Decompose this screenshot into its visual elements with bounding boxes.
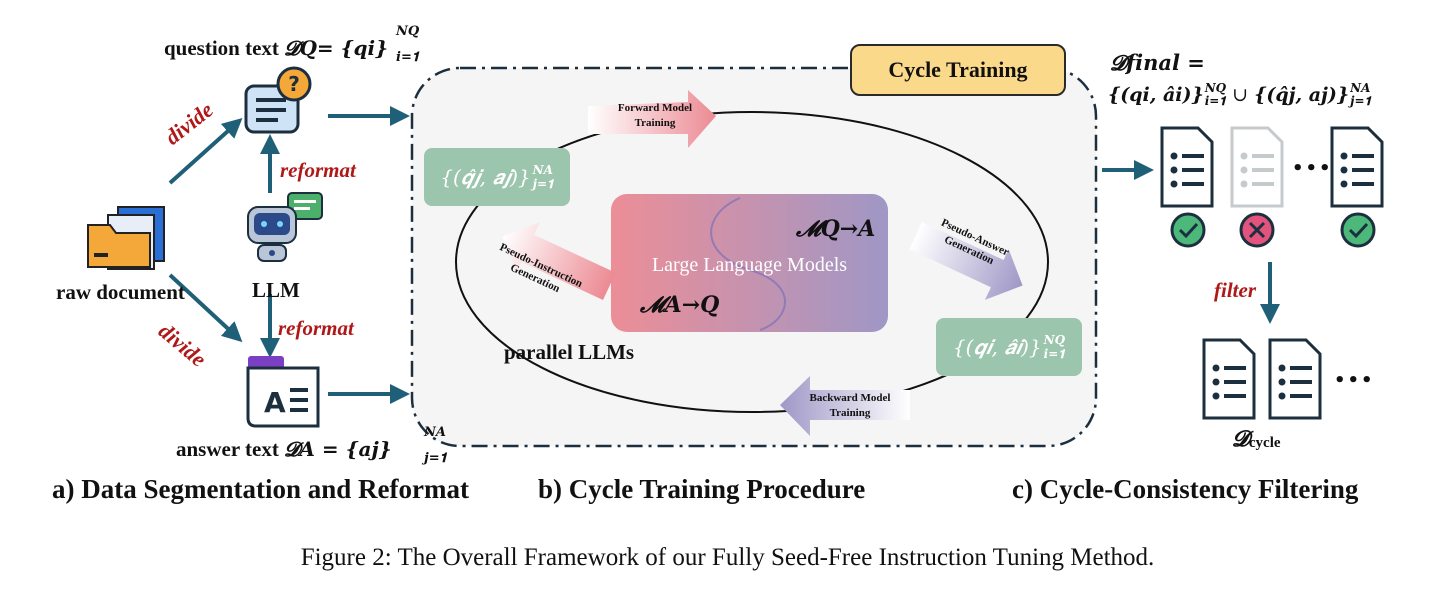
cross-circle-icon <box>1239 212 1275 248</box>
reformat-label-lower: reformat <box>278 316 354 340</box>
figure-caption: Figure 2: The Overall Framework of our F… <box>300 544 1155 571</box>
folder-documents-icon <box>87 206 165 270</box>
parallel-llms-label: parallel LLMs <box>504 340 635 364</box>
svg-text:?: ? <box>288 72 300 96</box>
backward-arrow-label: Backward Model Training <box>809 392 891 419</box>
section-b-title: b) Cycle Training Procedure <box>538 474 866 504</box>
answer-text-label: answer text 𝓓𝑨 = {𝒂𝒋} <box>176 437 392 461</box>
robot-icon <box>247 192 323 262</box>
question-sub: 𝒊=𝟏 <box>396 50 420 65</box>
answer-sub: 𝒋=𝟏 <box>424 451 447 466</box>
check-circle-icon <box>1340 212 1376 248</box>
cycle-loop <box>455 111 1049 413</box>
pseudo-answer-arrow <box>909 222 1023 300</box>
document-list-icon <box>1202 338 1256 420</box>
ellipsis-bottom: ••• <box>1334 370 1375 391</box>
ellipsis-top: ••• <box>1292 158 1333 179</box>
pair-box-bottom: {(𝒒𝒊, 𝒂̂𝒊)} 𝑵𝑸 𝒊=𝟏 <box>936 318 1082 376</box>
question-text-label: question text 𝓓𝑸= {𝒒𝒊} <box>164 36 388 60</box>
llm-label: LLM <box>252 278 300 302</box>
pair-box-top: {(𝒒̂𝒋, 𝒂𝒋)} 𝑵𝑨 𝒋=𝟏 <box>424 148 570 206</box>
answer-card-icon: A <box>246 356 320 428</box>
chat-question-icon: ? <box>244 66 312 134</box>
model-q-to-a: 𝓜𝑸→𝑨 <box>796 216 876 242</box>
forward-training-arrow <box>588 90 716 148</box>
pseudo-instruction-arrow <box>502 222 616 300</box>
llm-swirl <box>710 197 786 331</box>
cycle-training-badge: Cycle Training <box>850 44 1066 96</box>
filter-label: filter <box>1214 278 1256 302</box>
section-a-title: a) Data Segmentation and Reformat <box>52 474 469 504</box>
check-circle-icon <box>1170 212 1206 248</box>
llm-center-label: Large Language Models <box>651 254 848 276</box>
document-list-icon <box>1160 126 1214 208</box>
document-list-icon <box>1330 126 1384 208</box>
answer-sup: 𝑵𝑨 <box>424 425 446 440</box>
dfinal-line2: {(𝒒𝒊, 𝒂̂𝒊)} 𝑵𝑸 𝒊=𝟏 ∪ {(𝒒̂𝒋, 𝒂𝒋)} 𝑵𝑨 𝒋=𝟏 <box>1108 81 1372 108</box>
question-sup: 𝑵𝑸 <box>396 24 420 39</box>
forward-arrow-label: Forward Model Training <box>617 102 693 129</box>
backward-training-arrow <box>780 376 910 436</box>
dcycle-label: 𝓓 cycle <box>1232 426 1281 452</box>
model-a-to-q: 𝓜𝑨→𝑸 <box>640 292 720 318</box>
raw-document-label: raw document <box>56 280 185 304</box>
reformat-label-upper: reformat <box>280 158 356 182</box>
dfinal-line1: 𝓓𝒇𝒊𝒏𝒂𝒍 = <box>1110 50 1205 75</box>
document-list-icon <box>1268 338 1322 420</box>
svg-text:A: A <box>264 386 286 419</box>
divide-arrow-lower <box>168 273 243 343</box>
section-c-title: c) Cycle-Consistency Filtering <box>1012 474 1359 504</box>
llm-center-block <box>611 194 888 332</box>
divide-arrow-upper <box>168 117 243 185</box>
document-list-icon <box>1230 126 1284 208</box>
